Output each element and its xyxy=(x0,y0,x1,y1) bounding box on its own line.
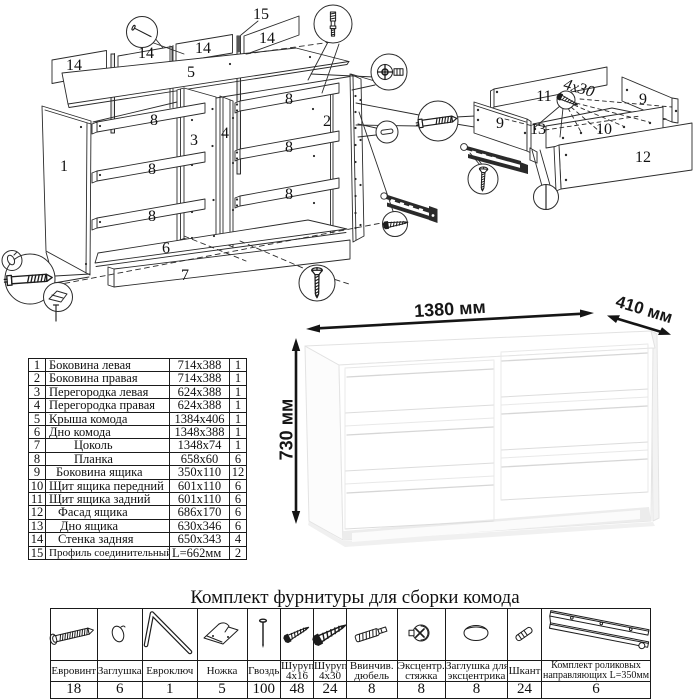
svg-text:8: 8 xyxy=(148,208,156,225)
svg-text:8: 8 xyxy=(148,161,156,178)
svg-text:13: 13 xyxy=(530,121,546,138)
svg-text:14: 14 xyxy=(195,40,211,57)
svg-text:4: 4 xyxy=(221,125,229,142)
svg-text:14: 14 xyxy=(259,30,275,47)
svg-text:7: 7 xyxy=(181,267,189,284)
svg-text:8: 8 xyxy=(285,91,293,108)
svg-text:2: 2 xyxy=(323,113,331,130)
svg-text:14: 14 xyxy=(66,57,82,74)
svg-text:5: 5 xyxy=(187,64,195,81)
svg-text:9: 9 xyxy=(639,91,647,108)
svg-text:1: 1 xyxy=(60,158,68,175)
svg-text:12: 12 xyxy=(635,149,651,166)
svg-text:9: 9 xyxy=(496,115,504,132)
svg-text:6: 6 xyxy=(162,240,170,257)
svg-text:10: 10 xyxy=(596,121,612,138)
svg-text:14: 14 xyxy=(138,45,154,62)
svg-text:15: 15 xyxy=(253,6,269,23)
svg-text:8: 8 xyxy=(285,139,293,156)
svg-text:3: 3 xyxy=(190,132,198,149)
svg-text:8: 8 xyxy=(285,186,293,203)
svg-text:11: 11 xyxy=(536,88,551,105)
svg-text:8: 8 xyxy=(150,112,158,129)
